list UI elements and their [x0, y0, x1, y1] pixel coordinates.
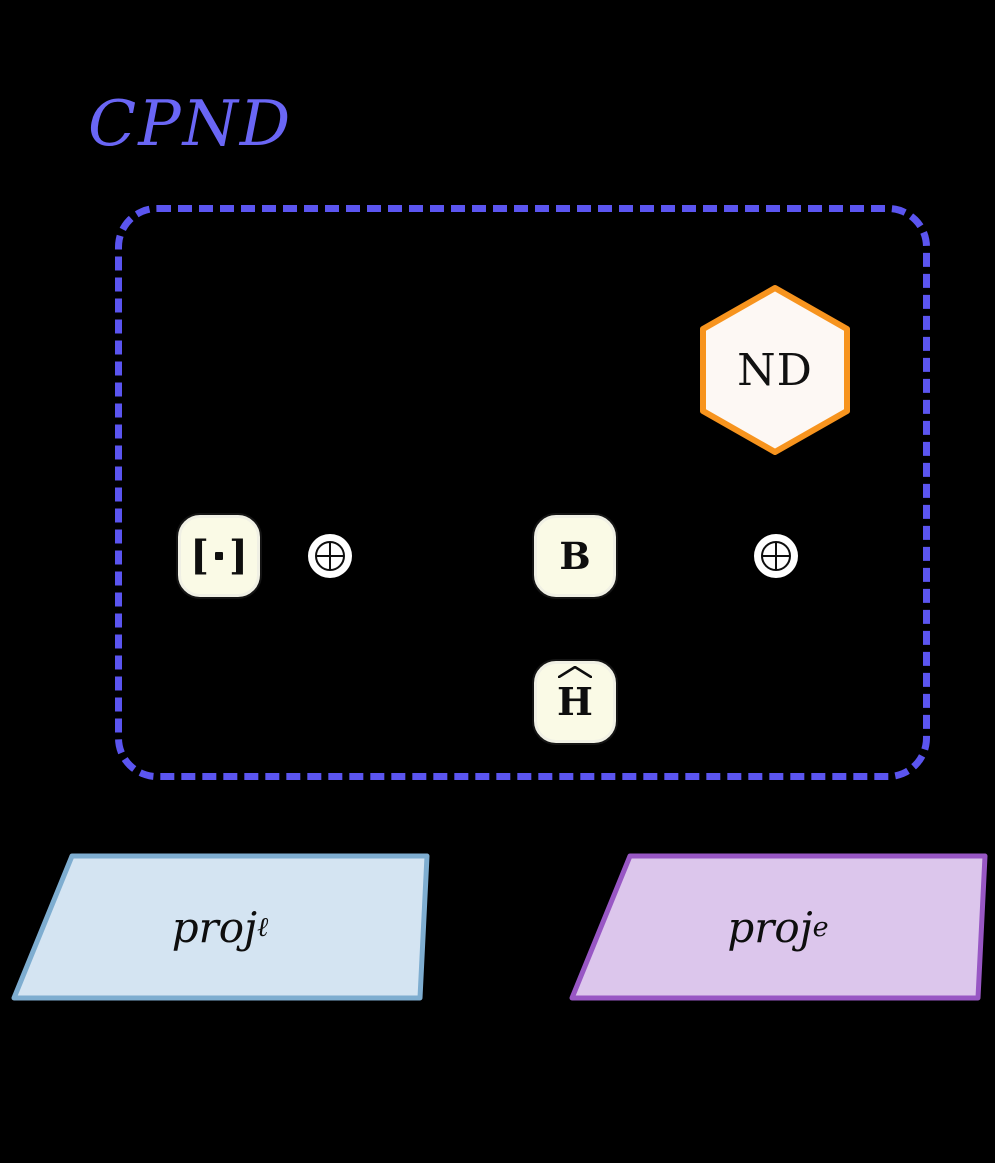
cpnd-dashed-container [115, 205, 930, 780]
b-node-label: B [559, 534, 591, 578]
h-hat-node[interactable]: H [534, 661, 616, 743]
hexagon-shape [700, 285, 850, 455]
proj-l-subscript: ℓ [257, 911, 269, 943]
circled-plus-right-icon [754, 534, 798, 578]
bracket-node-label: [ ] [190, 536, 248, 576]
proj-l-base: proj [171, 902, 258, 952]
trapezoid-shape [569, 853, 988, 1001]
bracket-dot-glyph [215, 552, 223, 560]
bracket-close-glyph: ] [229, 532, 248, 579]
circled-plus-glyph [315, 541, 345, 571]
proj-e-base: proj [727, 902, 813, 952]
circled-plus-left-icon [308, 534, 352, 578]
b-node[interactable]: B [534, 515, 616, 597]
hat-accent-icon [558, 666, 592, 678]
proj-e-subscript: e [812, 911, 829, 943]
h-hat-node-label: H [557, 666, 593, 721]
page-title: CPND [88, 87, 293, 160]
nd-hexagon-label: ND [737, 344, 813, 396]
bracket-node[interactable]: [ ] [178, 515, 260, 597]
trapezoid-shape [11, 853, 430, 1001]
bracket-open-glyph: [ [190, 532, 209, 579]
circled-plus-glyph [761, 541, 791, 571]
h-letter-glyph: H [557, 679, 593, 724]
nd-hexagon-node[interactable]: ND [699, 284, 851, 456]
